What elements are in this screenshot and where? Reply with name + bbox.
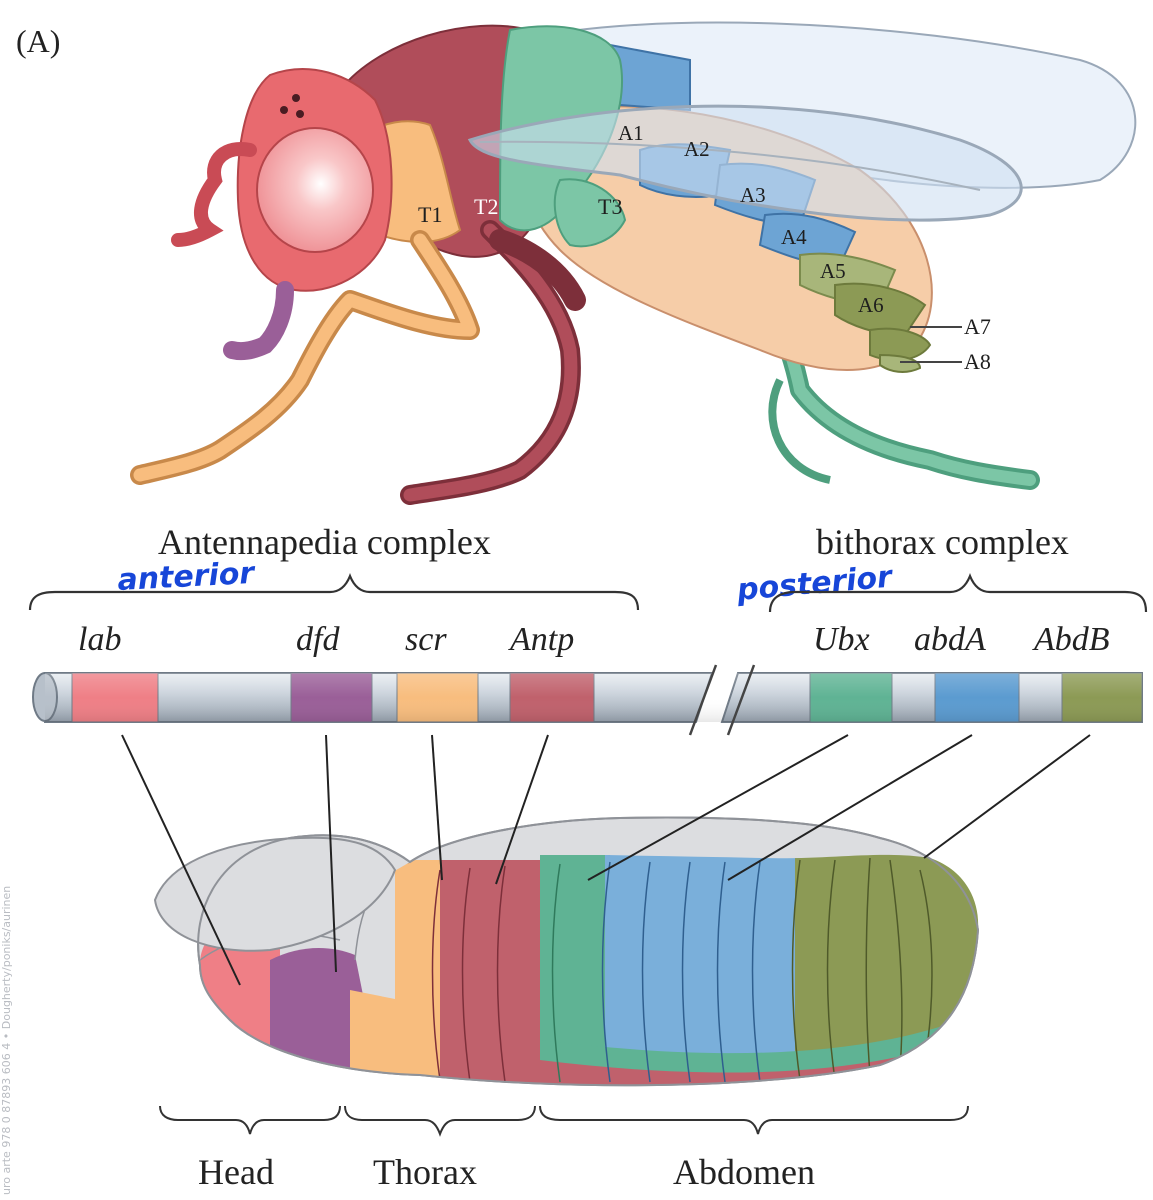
region-label-thorax: Thorax bbox=[373, 1152, 477, 1192]
thorax-brace bbox=[344, 1105, 536, 1137]
connector-scr bbox=[431, 734, 443, 881]
antennapedia-complex-title: Antennapedia complex bbox=[158, 522, 491, 562]
gene-band-scr bbox=[396, 672, 479, 723]
segment-label-a3: A3 bbox=[740, 183, 766, 207]
bithorax-brace bbox=[768, 573, 1148, 613]
connector-abdb bbox=[923, 734, 1091, 859]
compound-eye bbox=[256, 127, 374, 253]
connector-lab bbox=[121, 734, 241, 986]
gene-label-antp: Antp bbox=[508, 621, 574, 658]
gene-label-abda: abdA bbox=[914, 621, 986, 658]
segment-label-a6: A6 bbox=[858, 293, 884, 317]
abdomen-brace bbox=[539, 1105, 969, 1135]
chromosome-end-cap bbox=[32, 672, 58, 722]
segment-label-a4: A4 bbox=[781, 225, 807, 249]
segment-label-t3: T3 bbox=[598, 194, 622, 219]
gene-band-dfd bbox=[290, 672, 373, 723]
connector-dfd bbox=[325, 734, 337, 973]
gene-label-ubx: Ubx bbox=[813, 621, 870, 658]
region-label-head: Head bbox=[198, 1152, 274, 1192]
bithorax-complex-title: bithorax complex bbox=[816, 522, 1069, 562]
panel-label: (A) bbox=[16, 23, 60, 59]
antennapedia-brace bbox=[28, 573, 640, 611]
segment-label-a8: A8 bbox=[964, 349, 991, 374]
gene-band-ubx bbox=[809, 672, 893, 723]
segment-label-t2: T2 bbox=[474, 194, 498, 219]
chromosome-break-left bbox=[688, 664, 718, 736]
gene-label-dfd: dfd bbox=[296, 621, 340, 658]
region-label-abdomen: Abdomen bbox=[673, 1152, 815, 1192]
chromosome bbox=[32, 664, 1143, 736]
chromosome-break-right bbox=[726, 664, 756, 736]
embryo bbox=[153, 816, 980, 1087]
gene-label-lab: lab bbox=[78, 621, 121, 658]
posterior-annotation: posterior bbox=[735, 559, 896, 608]
gene-expression-lines bbox=[121, 734, 1091, 986]
head-brace bbox=[159, 1105, 341, 1135]
gene-band-abda bbox=[934, 672, 1020, 723]
segment-label-a1: A1 bbox=[618, 121, 644, 145]
connector-ubx bbox=[587, 734, 849, 881]
gene-band-antp bbox=[509, 672, 595, 723]
side-credit-text: uro arte 978 0 87893 606 4 • Dougherty/p… bbox=[0, 886, 13, 1195]
gene-band-lab bbox=[71, 672, 159, 723]
segment-label-t1: T1 bbox=[418, 202, 442, 227]
gene-label-abdb: AbdB bbox=[1032, 621, 1110, 658]
adult-fly: T1 T2 T3 A1 A2 A3 A4 A5 A6 A7 A8 bbox=[130, 21, 1137, 505]
connector-antp bbox=[495, 734, 549, 885]
connector-abda bbox=[727, 734, 973, 881]
gene-band-abdb bbox=[1061, 672, 1143, 723]
segment-label-a2: A2 bbox=[684, 137, 710, 161]
segment-label-a5: A5 bbox=[820, 259, 846, 283]
segment-label-a7: A7 bbox=[964, 314, 991, 339]
gene-label-scr: scr bbox=[405, 621, 447, 658]
